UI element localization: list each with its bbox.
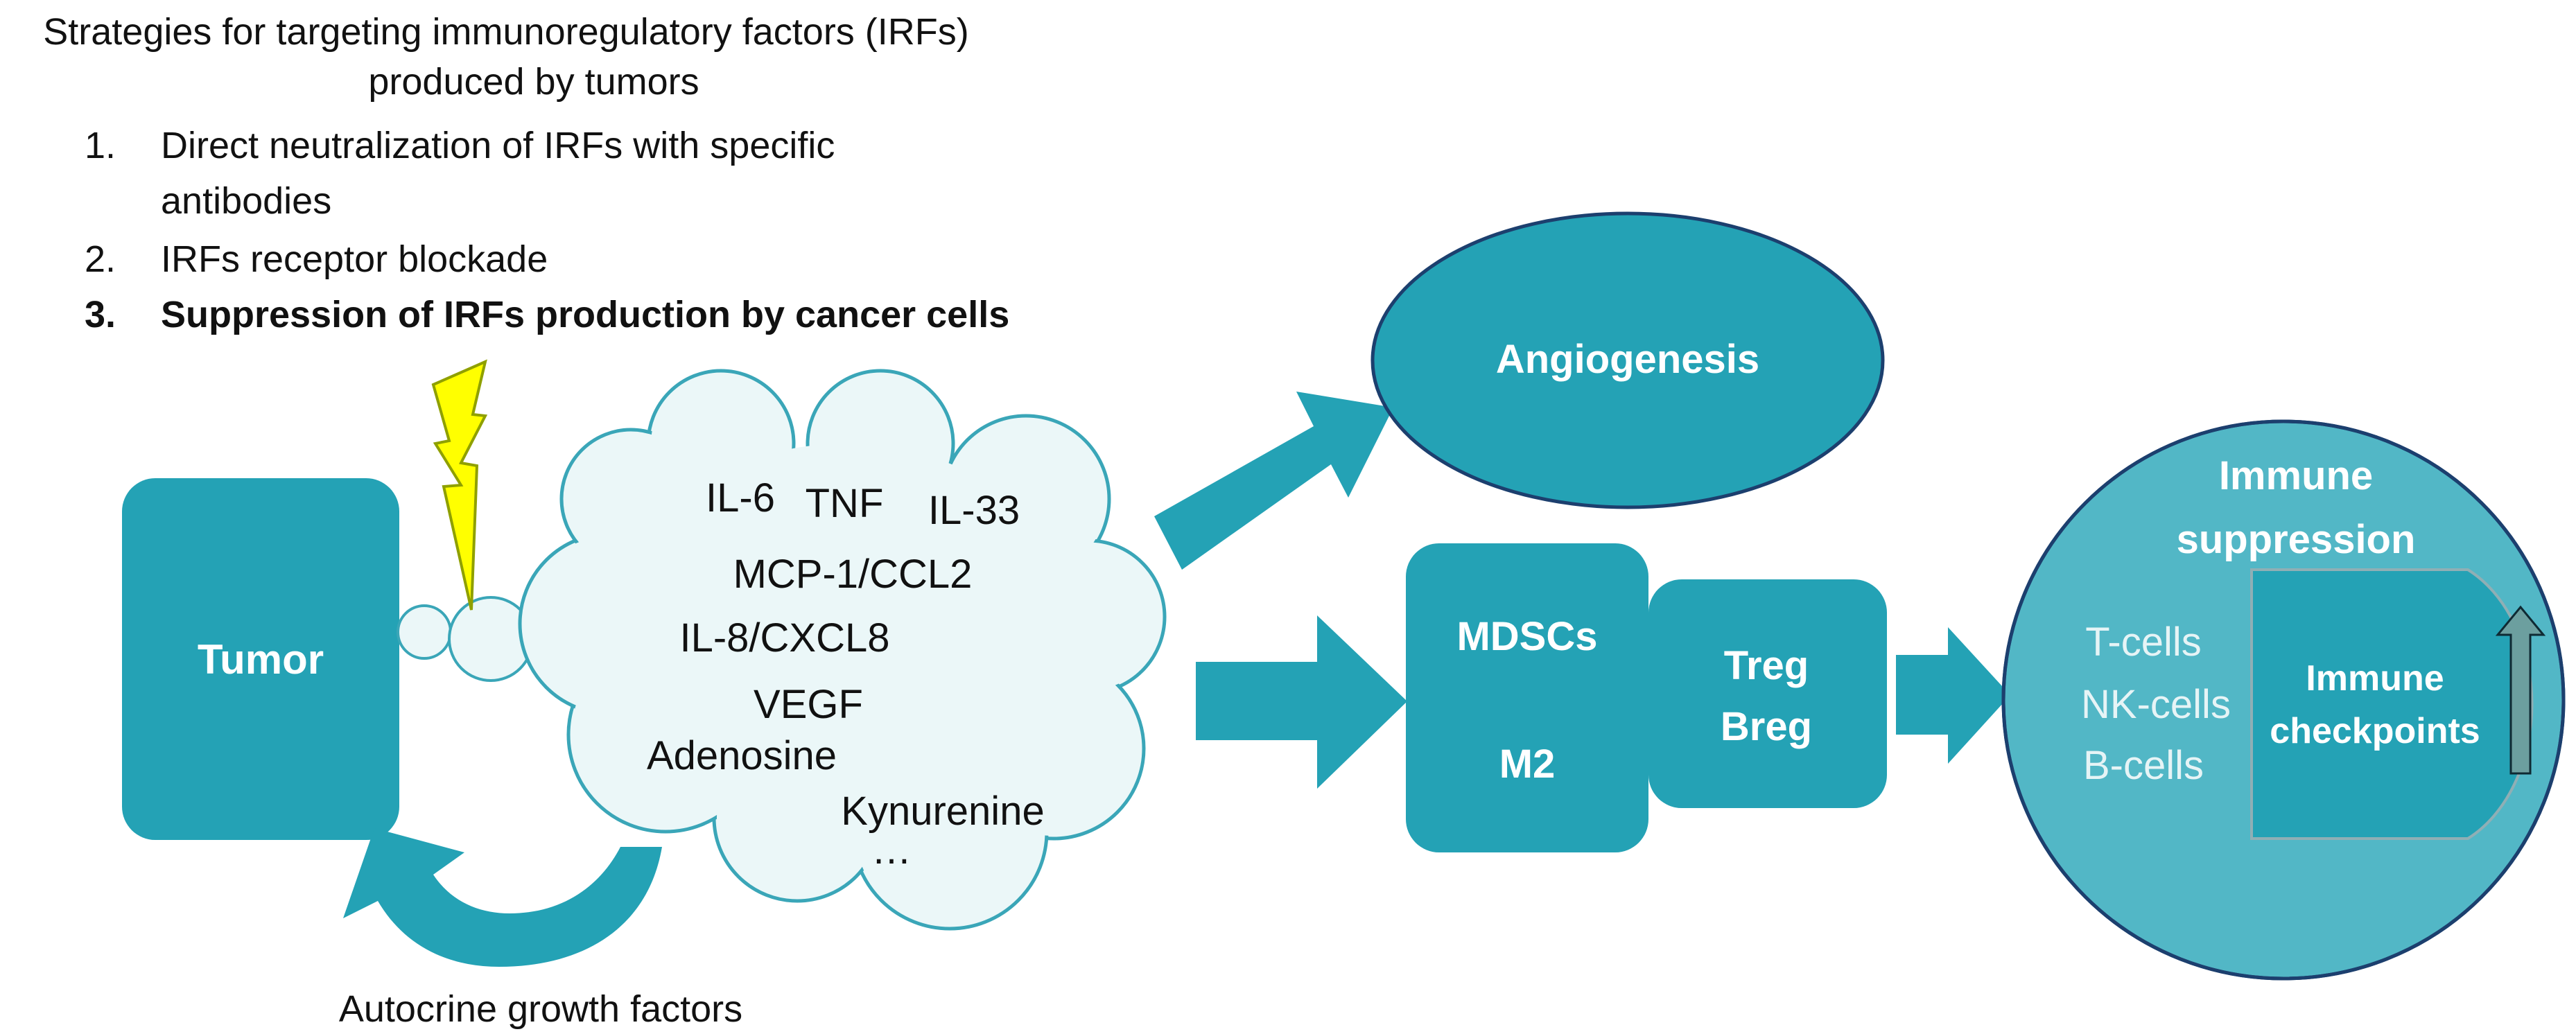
thought-bubble-small	[397, 604, 452, 660]
immune-suppression-circle-outline	[2001, 419, 2566, 981]
angiogenesis-node: Angiogenesis	[1370, 211, 1885, 509]
factor-vegf: VEGF	[754, 682, 863, 727]
myeloid-box	[1406, 543, 1648, 852]
myeloid-label-m2: M2	[1499, 742, 1556, 787]
strategy-1-line2: antibodies	[161, 180, 331, 222]
immune-checkpoints-label-line1: Immune	[2306, 658, 2444, 699]
strategy-2-number: 2.	[85, 238, 116, 280]
arrow-to-immune-suppression	[1896, 627, 2010, 764]
regulatory-label-breg: Breg	[1721, 704, 1812, 749]
autocrine-arrow-shape	[343, 828, 662, 967]
strategy-3-line1: Suppression of IRFs production by cancer…	[161, 294, 1009, 335]
tumor-label: Tumor	[198, 636, 324, 683]
myeloid-node: MDSCs M2	[1406, 543, 1648, 852]
cell-type-b-cells: B-cells	[2083, 743, 2204, 788]
factors-cloud: IL-6 TNF IL-33 MCP-1/CCL2 IL-8/CXCL8 VEG…	[518, 369, 1167, 931]
lightning-bolt-icon	[431, 359, 488, 611]
autocrine-label: Autocrine growth factors	[339, 988, 742, 1030]
factors-cloud-fill	[523, 374, 1162, 926]
strategies-heading-line2: produced by tumors	[368, 61, 699, 103]
regulatory-box	[1648, 579, 1887, 808]
immune-suppression-node: Immune suppression T-cells NK-cells B-ce…	[2001, 419, 2566, 981]
factor-tnf: TNF	[806, 481, 884, 526]
immune-suppression-title-line1: Immune	[2219, 453, 2373, 498]
arrow-to-mdscs	[1196, 615, 1407, 789]
factor-adenosine: Adenosine	[647, 733, 837, 778]
cell-type-nk-cells: NK-cells	[2081, 682, 2231, 727]
angiogenesis-ellipse	[1370, 211, 1885, 509]
factor-mcp1: MCP-1/CCL2	[733, 552, 973, 597]
factor-kynurenine: Kynurenine	[841, 789, 1044, 834]
tumor-node: Tumor	[122, 478, 399, 840]
angiogenesis-label: Angiogenesis	[1496, 337, 1759, 382]
factor-ellipsis: …	[871, 827, 912, 873]
regulatory-node: Treg Breg	[1648, 579, 1887, 808]
factor-il6: IL-6	[706, 475, 775, 520]
strategies-heading-line1: Strategies for targeting immunoregulator…	[43, 11, 969, 53]
autocrine-arrow: Autocrine growth factors	[339, 828, 742, 1030]
myeloid-label-mdscs: MDSCs	[1456, 614, 1597, 659]
immune-checkpoints-shape	[2250, 568, 2534, 840]
strategy-3-number: 3.	[85, 294, 116, 335]
factor-il33: IL-33	[928, 488, 1020, 533]
thought-bubbles	[397, 596, 534, 682]
cell-type-t-cells: T-cells	[2085, 620, 2202, 665]
strategy-1-line1: Direct neutralization of IRFs with speci…	[161, 125, 835, 166]
regulatory-label-treg: Treg	[1724, 643, 1809, 688]
strategies-block: Strategies for targeting immunoregulator…	[43, 11, 1009, 335]
strategy-1-number: 1.	[85, 125, 116, 166]
immune-checkpoints-label-line2: checkpoints	[2270, 711, 2480, 751]
strategy-2-line1: IRFs receptor blockade	[161, 238, 548, 280]
up-arrow-icon	[2495, 605, 2546, 775]
factor-il8: IL-8/CXCL8	[679, 615, 889, 660]
immune-suppression-title-line2: suppression	[2177, 517, 2416, 562]
tumor-box	[122, 478, 399, 840]
arrow-to-angiogenesis	[1154, 392, 1393, 570]
